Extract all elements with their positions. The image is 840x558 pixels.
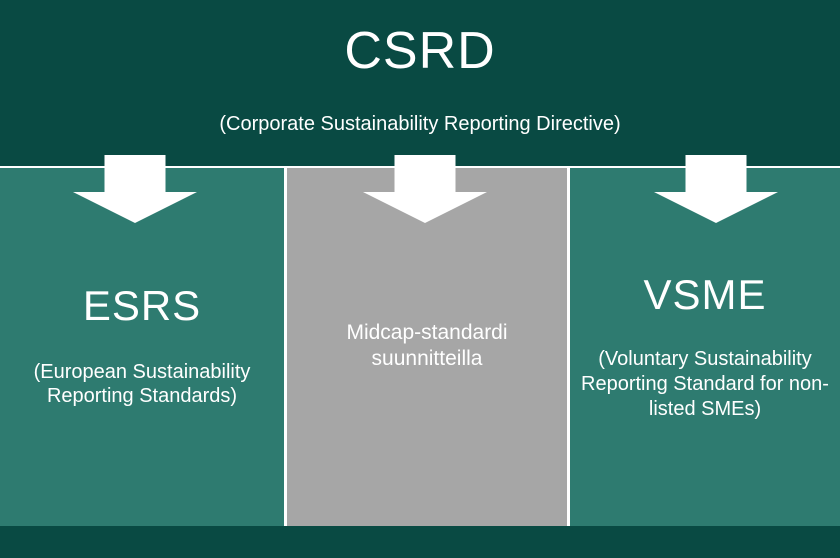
down-arrow-icon bbox=[73, 155, 197, 223]
page-subtitle: (Corporate Sustainability Reporting Dire… bbox=[219, 113, 621, 135]
footer-band bbox=[0, 526, 840, 558]
column-separator bbox=[284, 168, 287, 526]
column-midcap: Midcap-standardi suunnitteilla bbox=[287, 155, 567, 526]
esrs-subtitle: (European Sustainability Reporting Stand… bbox=[33, 361, 251, 407]
column-separator bbox=[567, 168, 570, 526]
vsme-title: VSME bbox=[643, 271, 767, 318]
vsme-subtitle: (Voluntary Sustainability Reporting Stan… bbox=[581, 348, 829, 420]
page-title: CSRD bbox=[344, 22, 496, 80]
down-arrow-icon bbox=[363, 155, 487, 223]
header-band: CSRD (Corporate Sustainability Reporting… bbox=[0, 0, 840, 166]
midcap-label: Midcap-standardi suunnitteilla bbox=[346, 321, 508, 370]
esrs-title: ESRS bbox=[82, 282, 202, 329]
columns-row: ESRS (European Sustainability Reporting … bbox=[0, 155, 840, 526]
column-esrs: ESRS (European Sustainability Reporting … bbox=[0, 155, 284, 526]
down-arrow-icon bbox=[654, 155, 778, 223]
column-vsme: VSME (Voluntary Sustainability Reporting… bbox=[570, 155, 840, 526]
